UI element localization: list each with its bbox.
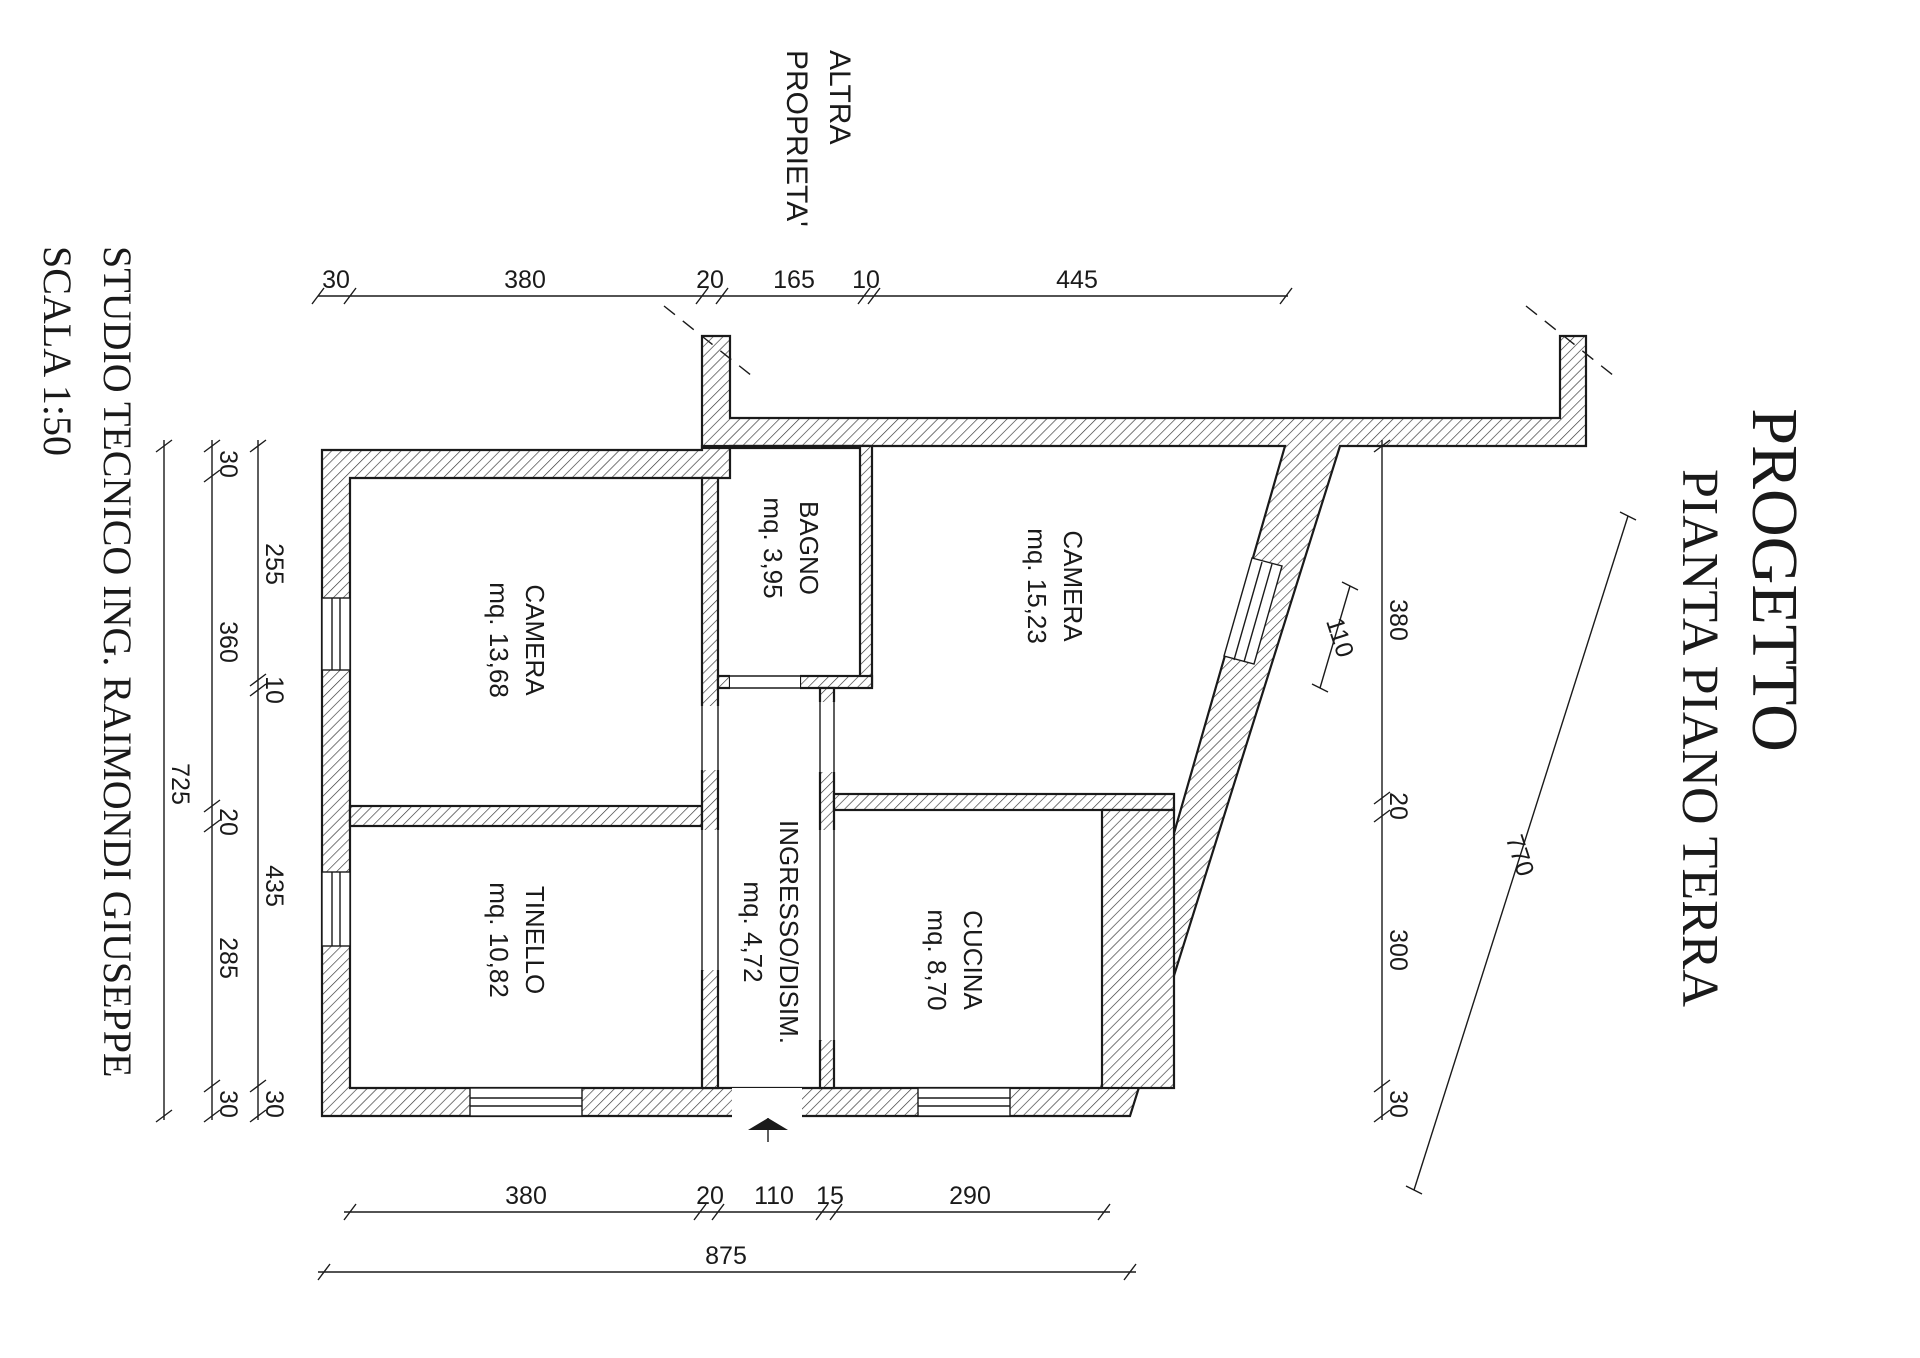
dim-diagonal: 770 bbox=[1500, 831, 1540, 879]
wall-camera-tinello bbox=[348, 804, 704, 828]
room-camera-a-name: CAMERA bbox=[520, 584, 550, 696]
room-labels: CAMERA mq. 13,68 TINELLO mq. 10,82 BAGNO… bbox=[484, 497, 1088, 1044]
wall-camera-cucina bbox=[832, 792, 1176, 812]
dim-left-inner-2: 10 bbox=[260, 676, 288, 704]
wall-bagno-bottom-right bbox=[798, 674, 874, 690]
dim-left-mid-3: 20 bbox=[214, 808, 242, 836]
dim-left-inner-1: 255 bbox=[260, 543, 288, 585]
dim-top-3: 20 bbox=[696, 266, 724, 294]
dim-bottom-3: 110 bbox=[754, 1182, 794, 1210]
dim-bottom-total: 875 bbox=[705, 1242, 747, 1270]
window-tinello-bottom bbox=[469, 1087, 583, 1117]
project-title: PROGETTO bbox=[1738, 408, 1811, 751]
room-cucina-area: mq. 8,70 bbox=[922, 909, 952, 1010]
dim-top-6: 445 bbox=[1056, 266, 1098, 294]
break-line-left bbox=[663, 305, 753, 377]
neighbor-line-2: PROPRIETA' bbox=[780, 50, 813, 227]
door-tinello bbox=[700, 830, 720, 970]
door-camera-b bbox=[818, 702, 836, 772]
room-bagno-name: BAGNO bbox=[794, 501, 824, 595]
wall-bagno-right bbox=[858, 444, 874, 688]
perimeter-wall bbox=[320, 334, 1588, 1118]
dim-top-2: 380 bbox=[504, 266, 546, 294]
wall-bagno-top bbox=[700, 444, 870, 450]
dim-top-1: 30 bbox=[322, 266, 350, 294]
dim-right-1: 380 bbox=[1384, 599, 1412, 641]
dim-left-inner-4: 30 bbox=[260, 1090, 288, 1118]
plan-subtitle: PIANTA PIANO TERRA bbox=[1671, 469, 1728, 1007]
wall-bagno-bottom-left bbox=[716, 674, 732, 690]
dim-bottom-4: 15 bbox=[816, 1182, 844, 1210]
room-bagno-area: mq. 3,95 bbox=[758, 497, 788, 598]
neighbor-line-1: ALTRA bbox=[823, 50, 856, 144]
walls bbox=[320, 334, 1588, 1118]
window-cucina-bottom bbox=[917, 1087, 1011, 1117]
entrance-door bbox=[732, 1088, 802, 1118]
drawing-scale: SCALA 1:50 bbox=[35, 246, 80, 456]
dim-right-2: 20 bbox=[1384, 792, 1412, 820]
dim-right-4: 30 bbox=[1384, 1090, 1412, 1118]
openings bbox=[321, 305, 1615, 1142]
dim-bottom-2: 20 bbox=[696, 1182, 724, 1210]
dim-window-width: 110 bbox=[1320, 614, 1359, 661]
studio-block: STUDIO TECNICO ING. RAIMONDI GIUSEPPE SC… bbox=[35, 246, 140, 1077]
room-tinello-area: mq. 10,82 bbox=[484, 882, 514, 998]
dim-left-inner-3: 435 bbox=[260, 865, 288, 907]
neighbor-label: ALTRA PROPRIETA' bbox=[780, 50, 856, 227]
dim-left-total: 725 bbox=[166, 763, 194, 805]
dim-top-5: 10 bbox=[852, 266, 880, 294]
dim-left-mid-4: 285 bbox=[214, 937, 242, 979]
dim-left-mid-1: 30 bbox=[214, 450, 242, 478]
dim-bottom-5: 290 bbox=[949, 1182, 991, 1210]
wall-corridor-left bbox=[700, 476, 720, 1090]
dim-bottom-1: 380 bbox=[505, 1182, 547, 1210]
door-bagno bbox=[730, 674, 800, 690]
room-cucina-name: CUCINA bbox=[958, 910, 988, 1010]
door-cucina bbox=[818, 830, 836, 1040]
window-tinello-left bbox=[321, 871, 351, 947]
wall-cucina-right bbox=[1100, 808, 1176, 1090]
room-camera-a-area: mq. 13,68 bbox=[484, 582, 514, 698]
dim-left-mid-5: 30 bbox=[214, 1090, 242, 1118]
room-ingresso-area: mq. 4,72 bbox=[738, 881, 768, 982]
dim-right-3: 300 bbox=[1384, 929, 1412, 971]
window-camera-b-diagonal bbox=[1223, 557, 1283, 665]
title-block: PROGETTO PIANTA PIANO TERRA bbox=[1671, 408, 1811, 1007]
break-line-right bbox=[1525, 305, 1615, 377]
room-camera-b-area: mq. 15,23 bbox=[1022, 528, 1052, 644]
dimension-lines: 30 380 20 165 10 445 380 20 110 15 290 8… bbox=[155, 266, 1637, 1281]
dim-top-4: 165 bbox=[773, 266, 815, 294]
window-camera-left bbox=[321, 597, 351, 671]
room-camera-b-name: CAMERA bbox=[1058, 530, 1088, 642]
door-camera bbox=[700, 706, 720, 770]
room-ingresso-name: INGRESSO/DISIM. bbox=[774, 820, 804, 1044]
dim-left-mid-2: 360 bbox=[214, 621, 242, 663]
room-tinello-name: TINELLO bbox=[520, 886, 550, 994]
studio-name: STUDIO TECNICO ING. RAIMONDI GIUSEPPE bbox=[95, 246, 140, 1077]
